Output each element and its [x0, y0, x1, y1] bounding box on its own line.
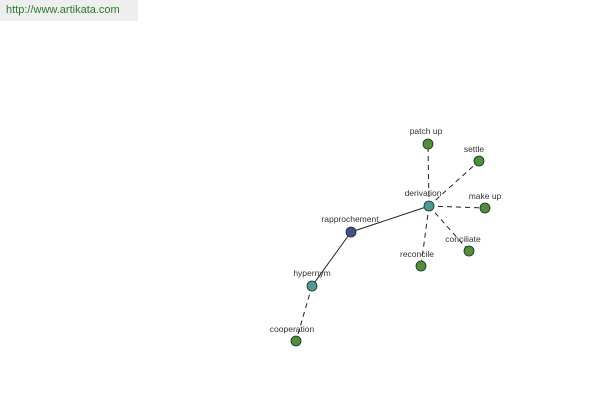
graph-nodes [290, 138, 491, 347]
node-conciliate[interactable] [463, 245, 475, 257]
node-label-cooperation: cooperation [270, 324, 315, 334]
node-rapprochement[interactable] [345, 226, 357, 238]
edge-rapprochement-to-hypernym [311, 231, 352, 287]
site-url[interactable]: http://www.artikata.com [6, 4, 120, 16]
edge-derivation-to-make-up [428, 205, 486, 209]
url-banner: http://www.artikata.com [0, 0, 138, 21]
edge-derivation-to-reconcile [420, 205, 430, 267]
edge-rapprochement-to-derivation [350, 205, 430, 233]
node-settle[interactable] [473, 155, 485, 167]
node-label-rapprochement: rapprochement [321, 214, 379, 224]
edge-derivation-to-conciliate [428, 205, 470, 252]
graph-labels: rapprochement derivation hypernym patch up s… [270, 126, 502, 334]
node-label-conciliate: conciliate [445, 234, 481, 244]
node-patch-up[interactable] [422, 138, 434, 150]
edge-derivation-to-settle [428, 160, 480, 207]
node-make-up[interactable] [479, 202, 491, 214]
graph-edges [295, 143, 486, 342]
node-label-patch-up: patch up [410, 126, 443, 136]
node-label-reconcile: reconcile [400, 249, 434, 259]
node-label-derivation: derivation [405, 188, 442, 198]
node-label-settle: settle [464, 144, 485, 154]
edge-hypernym-to-cooperation [295, 285, 313, 342]
edge-derivation-to-patch-up [427, 143, 430, 207]
node-label-make-up: make up [469, 191, 502, 201]
node-derivation[interactable] [423, 200, 435, 212]
node-label-hypernym: hypernym [293, 268, 330, 278]
node-cooperation[interactable] [290, 335, 302, 347]
node-reconcile[interactable] [415, 260, 427, 272]
node-hypernym[interactable] [306, 280, 318, 292]
